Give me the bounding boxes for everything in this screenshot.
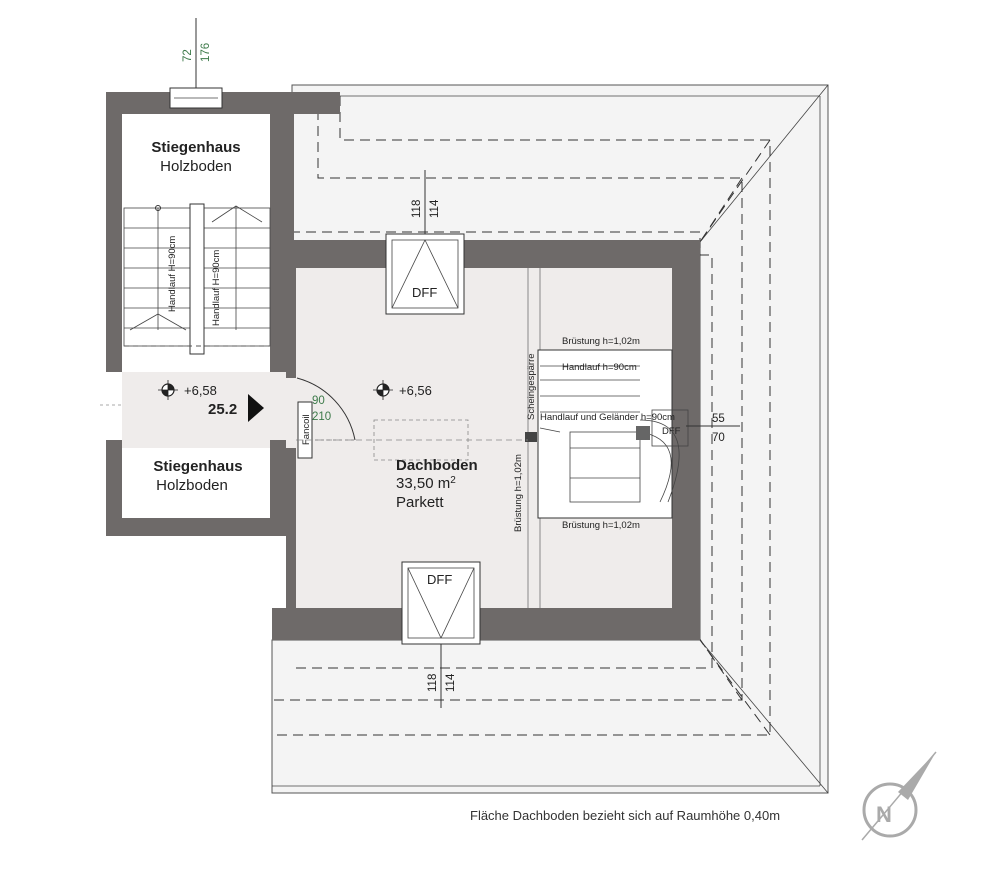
fancoil-label: Fancoil <box>301 414 312 445</box>
svg-text:70: 70 <box>712 432 725 444</box>
level-marker-left: +6,58 <box>158 380 217 400</box>
compass-label: N <box>876 802 892 827</box>
svg-text:118: 118 <box>427 674 439 692</box>
handlauf-right-label: Handlauf h=90cm <box>562 362 637 373</box>
svg-text:55: 55 <box>712 413 725 425</box>
handlauf-label-left-1: Handlauf H=90cm <box>167 236 178 312</box>
attic-area: 33,50 m <box>396 475 450 492</box>
dimension-right-chimney: 55 70 <box>686 413 740 444</box>
room-label-stair-top: Stiegenhaus Holzboden <box>151 139 240 175</box>
dff-right-label: DFF <box>662 426 681 437</box>
door-width: 90 <box>312 395 325 407</box>
unit-marker: 25.2 <box>208 394 264 422</box>
scheingespaerre-label: Scheingespärre <box>526 353 537 420</box>
svg-text:33,50 m2: 33,50 m2 <box>396 475 456 492</box>
svg-text:Stiegenhaus: Stiegenhaus <box>151 139 240 156</box>
roof-window-top: DFF <box>385 233 465 315</box>
stair-right: Brüstung h=1,02m Handlauf h=90cm Handlau… <box>513 268 689 608</box>
roof-window-bottom: DFF <box>401 561 481 645</box>
svg-text:+6,58: +6,58 <box>184 383 217 398</box>
bruestung-vertical-label: Brüstung h=1,02m <box>513 454 524 532</box>
dff-bottom-label: DFF <box>427 572 452 587</box>
svg-text:114: 114 <box>429 199 441 218</box>
walls <box>106 87 700 640</box>
footnote: Fläche Dachboden bezieht sich auf Raumhö… <box>470 808 780 823</box>
dimension-bottom-window: 118 114 <box>427 644 457 708</box>
room-label-attic: Dachboden 33,50 m2 Parkett <box>396 457 478 511</box>
dff-top-label: DFF <box>412 285 437 300</box>
svg-text:114: 114 <box>445 673 457 692</box>
dimension-top-window: 118 114 <box>411 170 441 234</box>
bruestung-top-label: Brüstung h=1,02m <box>562 336 640 347</box>
stair-left: Handlauf H=90cm Handlauf H=90cm <box>123 203 271 355</box>
unit-label: 25.2 <box>208 401 237 418</box>
svg-text:Dachboden: Dachboden <box>396 457 478 474</box>
dimension-top-chimney: 72 176 <box>182 18 212 88</box>
svg-text:118: 118 <box>411 200 423 218</box>
svg-text:+6,56: +6,56 <box>399 383 432 398</box>
svg-text:Stiegenhaus: Stiegenhaus <box>153 458 242 475</box>
handlauf-gelaender-label: Handlauf und Geländer h=90cm <box>540 412 675 423</box>
svg-text:176: 176 <box>200 43 212 62</box>
svg-text:Holzboden: Holzboden <box>160 158 232 175</box>
room-label-stair-bottom: Stiegenhaus Holzboden <box>153 458 242 494</box>
door: 90 210 Fancoil <box>100 377 528 461</box>
svg-text:72: 72 <box>182 49 194 62</box>
svg-text:Parkett: Parkett <box>396 494 444 511</box>
bruestung-bottom-label: Brüstung h=1,02m <box>562 520 640 531</box>
compass-icon: N <box>861 751 937 841</box>
entry-arrow-icon <box>248 394 264 422</box>
attic-area-sup: 2 <box>450 475 456 486</box>
door-height: 210 <box>312 411 331 423</box>
handlauf-label-left-2: Handlauf H=90cm <box>211 250 222 326</box>
svg-text:Holzboden: Holzboden <box>156 477 228 494</box>
level-marker-center: +6,56 <box>373 380 432 400</box>
